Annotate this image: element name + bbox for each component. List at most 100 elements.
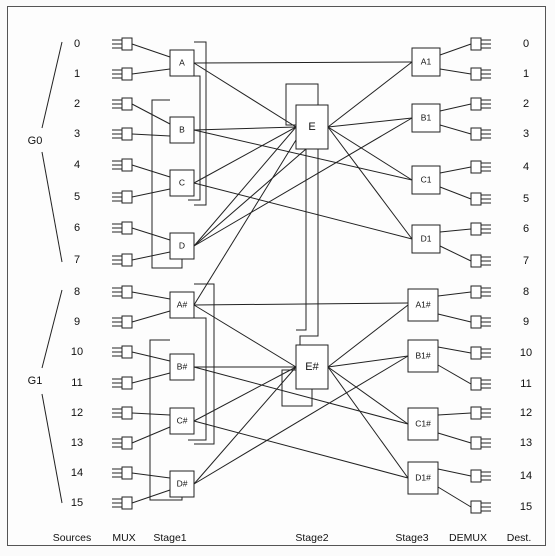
cross-link — [193, 129, 413, 181]
stage3-node-box — [407, 461, 439, 495]
demux-port-icon — [470, 377, 491, 391]
source-number: 6 — [74, 222, 80, 234]
mux-to-stage1-link — [131, 426, 171, 444]
stage3-to-demux-link — [439, 124, 472, 135]
dest-number: 11 — [520, 378, 531, 390]
source-number: 14 — [71, 467, 83, 479]
cross-link — [193, 126, 297, 131]
col-sources: Sources — [53, 532, 92, 544]
cross-group-link — [193, 139, 297, 306]
stage3-to-demux-link — [439, 43, 472, 56]
demux-port-icon — [470, 67, 491, 81]
stage2-node-label: E# — [305, 361, 319, 373]
stage1-node-label: D — [179, 240, 185, 250]
mux-port-box — [121, 496, 133, 510]
cross-link — [327, 126, 413, 181]
demux-port-icon — [470, 436, 491, 450]
stage2-node-box — [295, 344, 329, 390]
cross-link — [327, 304, 409, 368]
mux-port-box — [121, 285, 133, 299]
source-number: 11 — [71, 377, 82, 389]
demux-port-box — [470, 377, 482, 391]
cross-link — [327, 366, 409, 425]
stage3-to-demux-link — [439, 68, 472, 75]
mux-port-box — [121, 97, 133, 111]
diagram-frame — [7, 6, 546, 546]
demux-port-icon — [470, 469, 491, 483]
stage1-node: C — [169, 169, 195, 197]
mux-port-icon — [112, 97, 133, 111]
stage1-node: D — [169, 232, 195, 260]
dest-number: 1 — [523, 68, 529, 80]
cross-link — [193, 355, 409, 485]
demux-port-icon — [470, 346, 491, 360]
mux-port-icon — [112, 253, 133, 267]
stage1-node-label: C — [179, 177, 185, 187]
stage3-node-box — [407, 339, 439, 373]
demux-port-box — [470, 37, 482, 51]
stage1-node-box — [169, 470, 195, 498]
group-g0-bracket-top — [41, 41, 63, 129]
col-stage3: Stage3 — [395, 532, 428, 544]
mux-port-icon — [112, 37, 133, 51]
stage3-node: A1 — [411, 47, 441, 77]
group-label-g1: G1 — [28, 375, 43, 387]
mux-to-stage1-link — [131, 43, 171, 58]
mux-port-icon — [112, 345, 133, 359]
dest-number: 10 — [520, 347, 532, 359]
bus-loop — [151, 99, 183, 269]
stage2-node-label: E — [308, 121, 315, 133]
source-number: 10 — [71, 346, 83, 358]
mux-port-box — [121, 158, 133, 172]
mux-port-box — [121, 37, 133, 51]
stage3-node: A1# — [407, 288, 439, 322]
stage3-node: D1# — [407, 461, 439, 495]
demux-port-box — [470, 160, 482, 174]
col-mux: MUX — [112, 532, 135, 544]
mux-port-box — [121, 466, 133, 480]
dest-number: 14 — [520, 470, 532, 482]
demux-port-icon — [470, 127, 491, 141]
mux-to-stage1-link — [131, 133, 171, 137]
col-stage1: Stage1 — [153, 532, 186, 544]
demux-port-box — [470, 500, 482, 514]
demux-port-box — [470, 67, 482, 81]
stage3-node-box — [411, 103, 441, 133]
mux-port-icon — [112, 67, 133, 81]
stage3-node-box — [411, 224, 441, 254]
bus-loop — [188, 317, 207, 441]
stage1-node-label: A# — [177, 299, 188, 309]
source-number: 4 — [74, 159, 80, 171]
demux-port-icon — [470, 285, 491, 299]
mux-to-stage1-link — [131, 227, 171, 241]
demux-port-box — [470, 127, 482, 141]
stage1-node-box — [169, 353, 195, 381]
mux-port-box — [121, 67, 133, 81]
stage1-node-label: C# — [177, 415, 188, 425]
stage1-node-box — [169, 116, 195, 144]
stage3-to-demux-link — [439, 228, 472, 233]
bus-loop — [194, 41, 207, 206]
cross-link — [327, 61, 413, 128]
source-number: 8 — [74, 286, 80, 298]
stage1-node-box — [169, 232, 195, 260]
source-number: 2 — [74, 98, 80, 110]
cross-link — [193, 304, 297, 368]
group-label-g0: G0 — [28, 135, 43, 147]
stage3-to-demux-link — [437, 486, 472, 508]
mux-to-stage1-link — [131, 472, 171, 479]
dest-number: 7 — [523, 255, 529, 267]
stage1-node: B# — [169, 353, 195, 381]
source-number: 12 — [71, 407, 83, 419]
cross-link — [193, 302, 409, 306]
cross-link — [327, 117, 413, 128]
mux-port-box — [121, 436, 133, 450]
stage2-node: E# — [295, 344, 329, 390]
mux-port-box — [121, 190, 133, 204]
demux-port-box — [470, 469, 482, 483]
stage3-to-demux-link — [437, 364, 472, 385]
demux-port-box — [470, 254, 482, 268]
group-g1-bracket-top — [41, 289, 63, 369]
stage1-node: D# — [169, 470, 195, 498]
